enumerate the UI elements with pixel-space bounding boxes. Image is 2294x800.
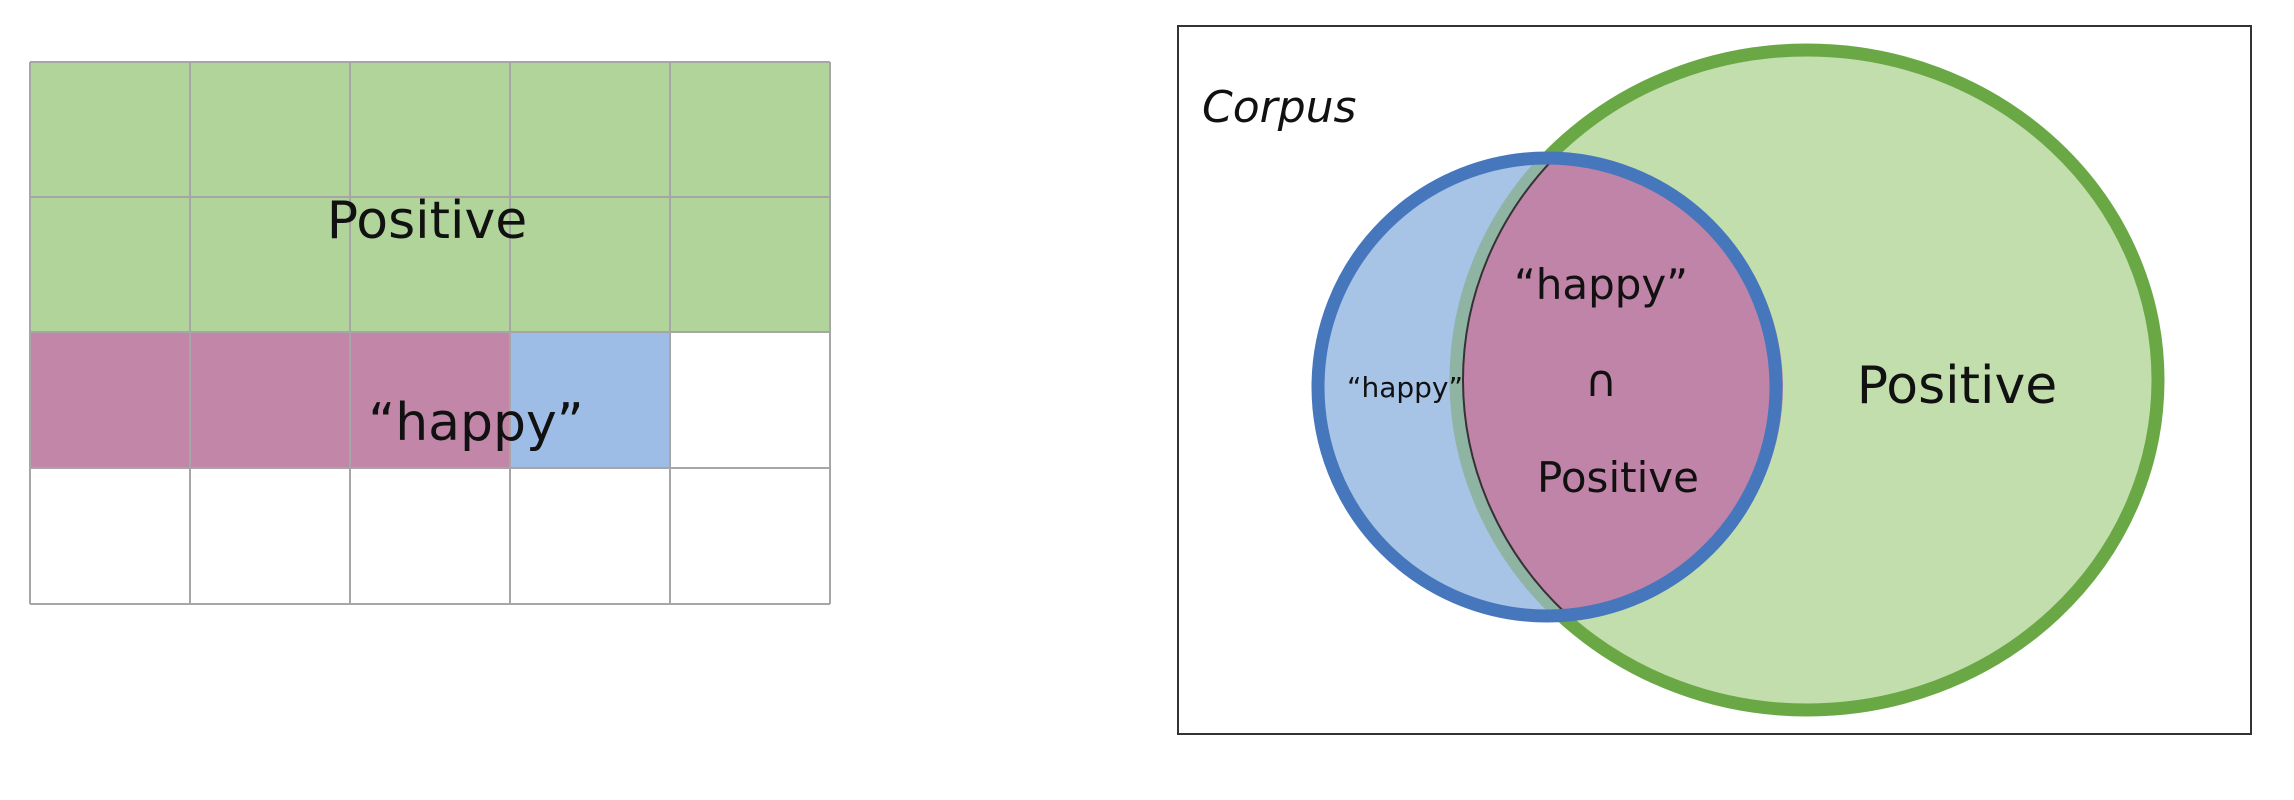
grid-cell-empty xyxy=(30,468,190,604)
grid-cell-empty xyxy=(670,332,830,468)
grid-cell-empty xyxy=(670,468,830,604)
grid-cell-happy-positive xyxy=(30,332,190,468)
grid-cell-positive xyxy=(350,62,510,197)
grid-cell-happy-positive xyxy=(350,332,510,468)
grid-cell-positive xyxy=(670,197,830,332)
grid-cell-empty xyxy=(190,468,350,604)
grid-cell-empty xyxy=(350,468,510,604)
grid-positive-label: Positive xyxy=(327,191,527,251)
positive-outline-inside-happy xyxy=(1449,158,1776,616)
venn-positive-label: Positive xyxy=(1857,356,2057,416)
grid-cell-happy-only xyxy=(510,332,670,468)
grid-diagram: Positive “happy” xyxy=(29,61,831,605)
grid-cell-positive xyxy=(190,197,350,332)
grid-cell-positive xyxy=(190,62,350,197)
grid-lines xyxy=(29,61,831,605)
grid-cell-happy-positive xyxy=(190,332,350,468)
grid-cell-empty xyxy=(510,468,670,604)
intersection-symbol: ∩ xyxy=(1585,356,1617,407)
grid-cell-positive xyxy=(30,197,190,332)
venn-diagram: Corpus “happy” “happy” ∩ Positive Positi… xyxy=(1177,25,2252,735)
happy-circle-outline xyxy=(1311,151,1783,623)
grid-cell-positive xyxy=(510,62,670,197)
venn-happy-only-label: “happy” xyxy=(1347,371,1463,404)
grid-cell-positive xyxy=(350,197,510,332)
grid-cell-positive xyxy=(670,62,830,197)
corpus-label: Corpus xyxy=(1202,82,1356,133)
grid-cell-positive xyxy=(30,62,190,197)
venn-intersection-bottom-label: Positive xyxy=(1537,453,1699,502)
venn-intersection-top-label: “happy” xyxy=(1514,260,1688,309)
grid-happy-label: “happy” xyxy=(368,393,584,453)
happy-positive-intersection xyxy=(1462,158,1783,616)
grid-cell-positive xyxy=(510,197,670,332)
